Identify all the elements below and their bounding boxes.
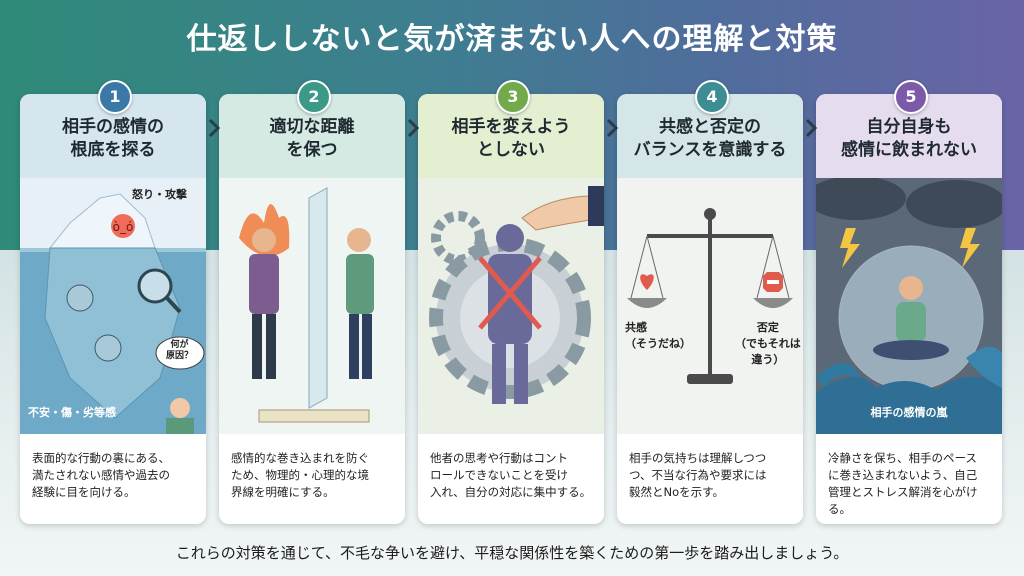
chevron-right-icon: [606, 118, 619, 138]
card-5-body: 冷静さを保ち、相手のペース に巻き込まれないよう、自己 管理とストレス解消を心が…: [816, 434, 1002, 524]
card-3-description: 他者の思考や行動はコント ロールできないことを受け 入れ、自分の対応に集中する。: [430, 451, 592, 499]
label-why: 何が 原因？: [166, 340, 194, 361]
card-3-body: 他者の思考や行動はコント ロールできないことを受け 入れ、自分の対応に集中する。: [418, 434, 604, 524]
card-4-title: 共感と否定の バランスを意識する: [633, 117, 787, 160]
card-3: 相手を変えよう としない 他者の思考や行動はコント ロールできないことを受け 入…: [418, 94, 604, 524]
card-3-header: 相手を変えよう としない: [418, 94, 604, 178]
chevron-right-icon: [805, 118, 818, 138]
card-5: 自分自身も 感情に飲まれない 相手の感情の嵐 冷静さを保ち、相手のペース に巻き…: [816, 94, 1002, 524]
card-2-title: 適切な距離 を保つ: [269, 117, 355, 160]
iceberg-illustration: ò_ó 怒り・攻撃 何が 原因？ 不安・傷・劣等感: [20, 178, 206, 434]
card-4: 共感と否定の バランスを意識する 共感 （そうだね） 否定 （でもそれは 違う）: [617, 94, 803, 524]
card-1: 相手の感情の 根底を探る ò_ó 怒り・攻撃 何が 原因？ 不安・: [20, 94, 206, 524]
label-hidden-feelings: 不安・傷・劣等感: [28, 406, 116, 419]
card-5-title: 自分自身も 感情に飲まれない: [841, 117, 977, 160]
label-anger: 怒り・攻撃: [132, 188, 187, 201]
footer-message: これらの対策を通じて、不毛な争いを避け、平穏な関係性を築くための第一歩を踏み出し…: [175, 544, 849, 562]
distance-illustration: [219, 178, 405, 434]
svg-text:ò_ó: ò_ó: [113, 220, 134, 234]
card-4-description: 相手の気持ちは理解しつつ つ、不当な行為や要求には 毅然とNoを示す。: [629, 451, 767, 499]
card-4-body: 相手の気持ちは理解しつつ つ、不当な行為や要求には 毅然とNoを示す。: [617, 434, 803, 524]
card-1-title: 相手の感情の 根底を探る: [62, 117, 164, 160]
card-2-description: 感情的な巻き込まれを防ぐ ため、物理的・心理的な境 界線を明確にする。: [231, 451, 369, 499]
label-storm: 相手の感情の嵐: [870, 406, 948, 419]
card-5-description: 冷静さを保ち、相手のペース に巻き込まれないよう、自己 管理とストレス解消を心が…: [828, 451, 978, 516]
gear-illustration: [418, 178, 604, 434]
label-empathy: 共感 （そうだね）: [625, 321, 691, 350]
chevron-right-icon: [407, 118, 420, 138]
number-badge-2: 2: [297, 80, 331, 114]
card-2: 適切な距離 を保つ 感情的な巻き込まれを防ぐ ため、物理的・心理的な境 界線を明…: [219, 94, 405, 524]
card-1-description: 表面的な行動の裏にある、 満たされない感情や過去の 経験に目を向ける。: [32, 451, 170, 499]
balance-scale-illustration: 共感 （そうだね） 否定 （でもそれは 違う）: [617, 178, 803, 434]
number-badge-5: 5: [894, 80, 928, 114]
page-title: 仕返ししないと気が済まない人への理解と対策: [186, 22, 838, 57]
number-badge-3: 3: [496, 80, 530, 114]
number-badge-1: 1: [98, 80, 132, 114]
number-badge-4: 4: [695, 80, 729, 114]
label-denial: 否定 （でもそれは 違う）: [735, 321, 801, 366]
storm-bubble-illustration: 相手の感情の嵐: [816, 176, 1002, 434]
card-1-body: 表面的な行動の裏にある、 満たされない感情や過去の 経験に目を向ける。: [20, 434, 206, 524]
chevron-right-icon: [208, 118, 221, 138]
card-3-title: 相手を変えよう としない: [451, 117, 571, 160]
card-2-body: 感情的な巻き込まれを防ぐ ため、物理的・心理的な境 界線を明確にする。: [219, 434, 405, 524]
